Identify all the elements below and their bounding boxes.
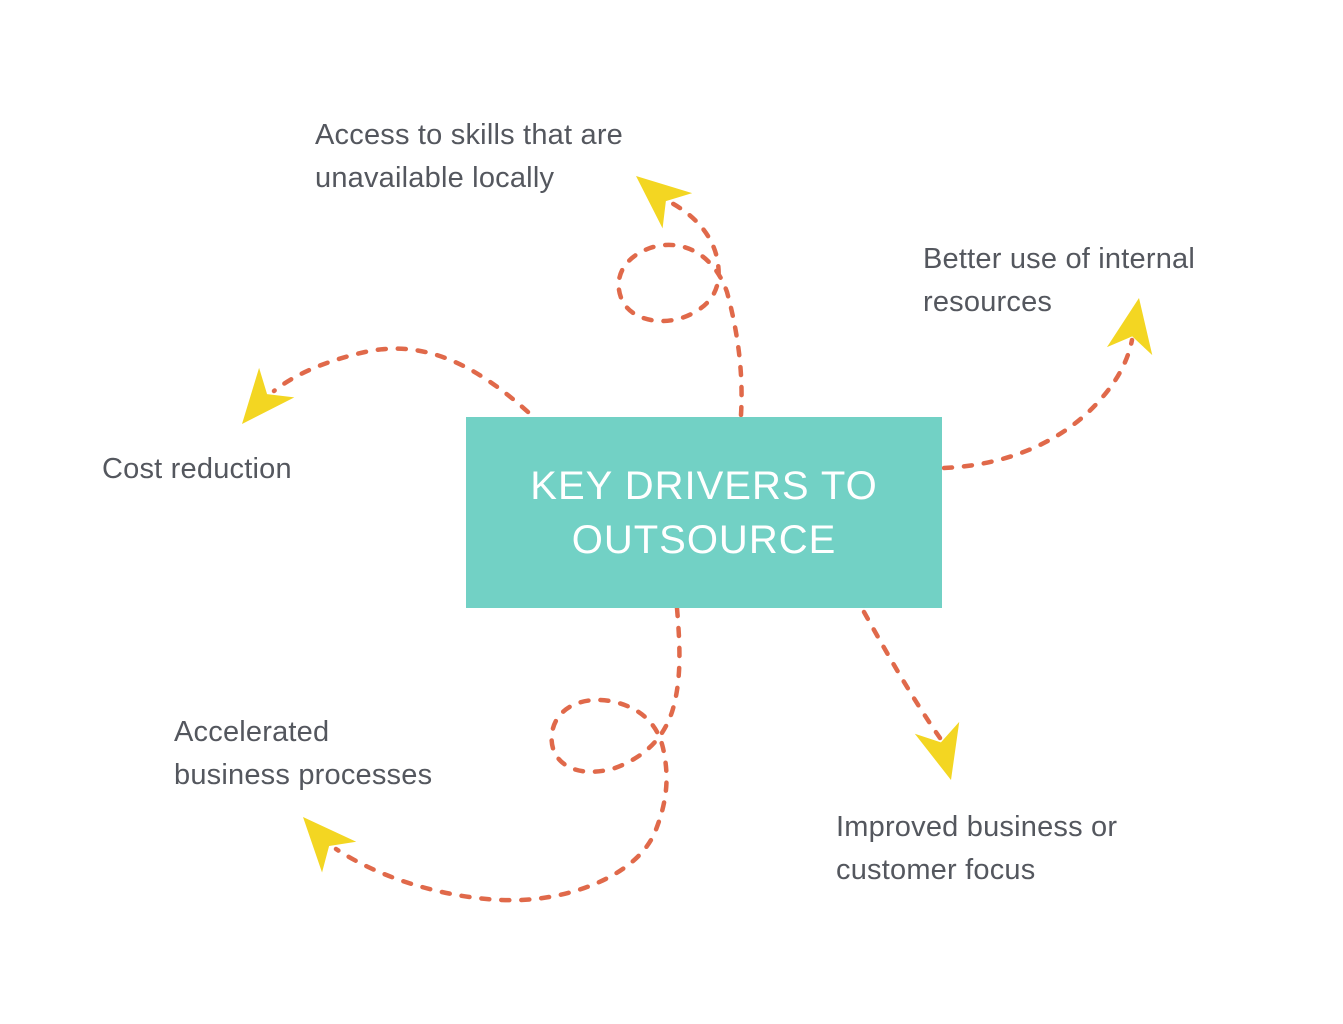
central-node: KEY DRIVERS TO OUTSOURCE — [466, 417, 942, 608]
connector-access-skills — [616, 198, 744, 418]
arrowhead-customer-focus-icon — [914, 721, 960, 780]
node-label-cost-reduction: Cost reduction — [102, 453, 292, 485]
arrowhead-internal-resources-icon — [1106, 298, 1153, 356]
node-label-access-skills: Access to skills that are unavailable lo… — [315, 119, 623, 194]
node-label-internal-resources: Better use of internal resources — [923, 243, 1195, 318]
arrowhead-access-skills-icon — [636, 176, 693, 229]
arrowhead-accelerated-processes-icon — [303, 817, 357, 873]
connector-customer-focus — [861, 609, 943, 741]
connector-internal-resources — [941, 337, 1135, 471]
arrowhead-cost-reduction-icon — [242, 367, 295, 424]
node-label-accelerated-processes: Accelerated business processes — [174, 716, 433, 791]
connector-cost-reduction — [271, 346, 531, 415]
node-label-customer-focus: Improved business or customer focus — [836, 811, 1118, 886]
central-node-title: KEY DRIVERS TO OUTSOURCE — [530, 463, 878, 562]
connector-accelerated-processes — [333, 605, 682, 903]
